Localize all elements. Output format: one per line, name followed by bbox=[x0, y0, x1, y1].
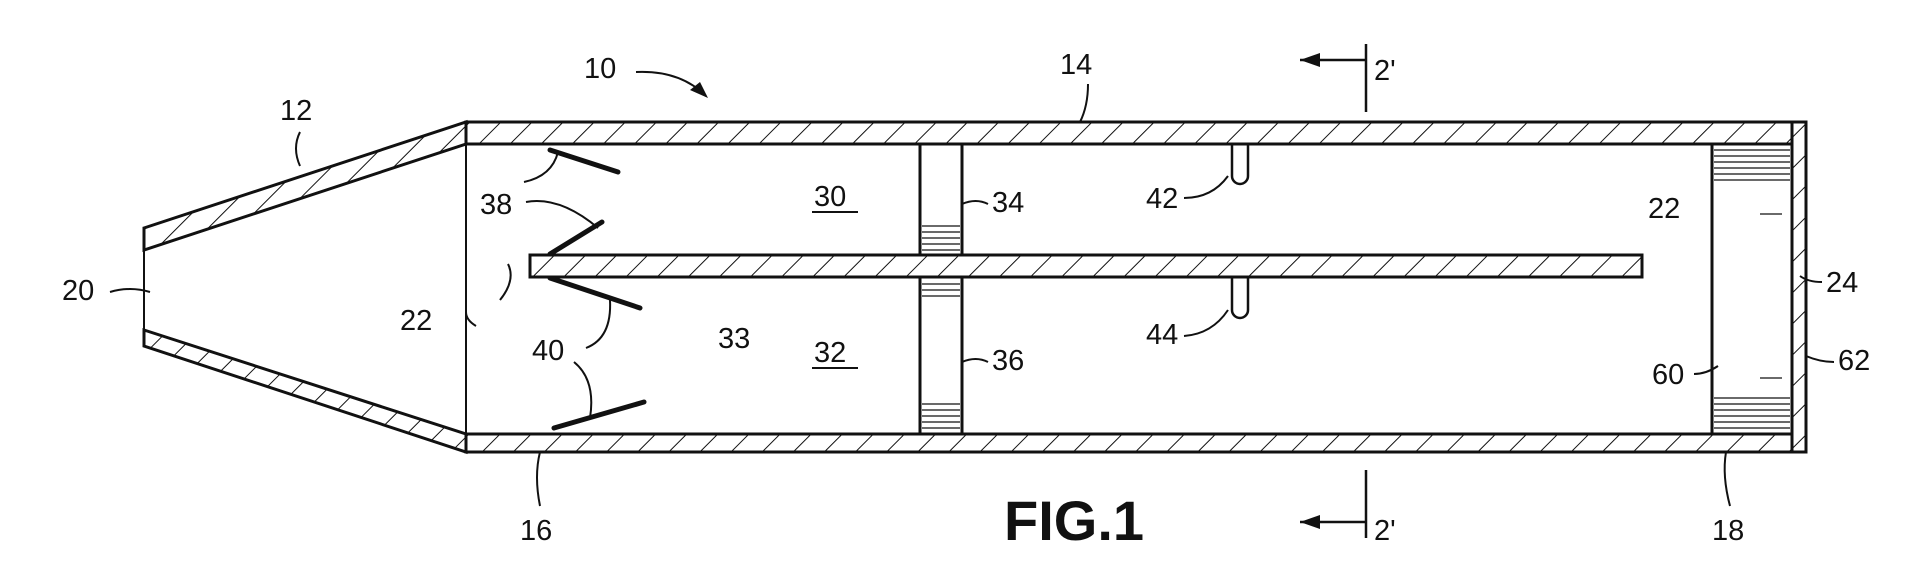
section-label-bottom: 2' bbox=[1374, 515, 1396, 547]
label-32: 32 bbox=[814, 337, 846, 369]
leader-22-left bbox=[466, 312, 476, 326]
section-arrow-bottom bbox=[1300, 470, 1366, 538]
label-30: 30 bbox=[814, 181, 846, 213]
label-34: 34 bbox=[992, 187, 1024, 219]
leader-14 bbox=[1080, 84, 1088, 122]
leader-12 bbox=[296, 132, 300, 166]
leader-38 bbox=[526, 201, 598, 228]
label-12: 12 bbox=[280, 95, 312, 127]
label-60: 60 bbox=[1652, 359, 1684, 391]
label-22-right: 22 bbox=[1648, 193, 1680, 225]
label-14: 14 bbox=[1060, 49, 1092, 81]
label-44: 44 bbox=[1146, 319, 1178, 351]
end-screen-60 bbox=[1712, 144, 1792, 434]
leader-42 bbox=[1184, 176, 1228, 198]
leader-44 bbox=[1184, 310, 1228, 336]
vane-40-upper bbox=[550, 278, 640, 308]
nozzle-upper-wall bbox=[144, 122, 466, 250]
leader-18 bbox=[1725, 452, 1730, 506]
label-20: 20 bbox=[62, 275, 94, 307]
vane-38-lower bbox=[550, 222, 602, 254]
label-36: 36 bbox=[992, 345, 1024, 377]
section-label-top: 2' bbox=[1374, 55, 1396, 87]
label-38: 38 bbox=[480, 189, 512, 221]
label-22-left: 22 bbox=[400, 305, 432, 337]
probe-44 bbox=[1232, 277, 1248, 318]
label-16: 16 bbox=[520, 515, 552, 547]
housing-bottom-wall bbox=[466, 434, 1806, 452]
label-33: 33 bbox=[718, 323, 750, 355]
housing-end-wall bbox=[1792, 122, 1806, 452]
vane-38-upper bbox=[550, 150, 618, 172]
leader-40 bbox=[586, 300, 610, 348]
label-10: 10 bbox=[584, 53, 616, 85]
label-24: 24 bbox=[1826, 267, 1858, 299]
label-18: 18 bbox=[1712, 515, 1744, 547]
label-62: 62 bbox=[1838, 345, 1870, 377]
leader-22-mid bbox=[500, 264, 511, 300]
label-40: 40 bbox=[532, 335, 564, 367]
leader-40-b bbox=[574, 362, 591, 418]
divider-plate bbox=[530, 255, 1642, 277]
probe-42 bbox=[1232, 144, 1248, 184]
vane-40-lower bbox=[554, 402, 644, 428]
leader-34 bbox=[962, 201, 988, 204]
nozzle-lower-wall bbox=[144, 330, 466, 452]
label-42: 42 bbox=[1146, 183, 1178, 215]
leader-36 bbox=[962, 359, 988, 362]
figure-caption: FIG.1 bbox=[1004, 489, 1144, 552]
housing-top-wall bbox=[466, 122, 1806, 144]
leader-38-b bbox=[524, 152, 558, 182]
leader-62 bbox=[1806, 356, 1834, 362]
leader-16 bbox=[537, 452, 540, 506]
section-arrow-top bbox=[1300, 44, 1366, 112]
